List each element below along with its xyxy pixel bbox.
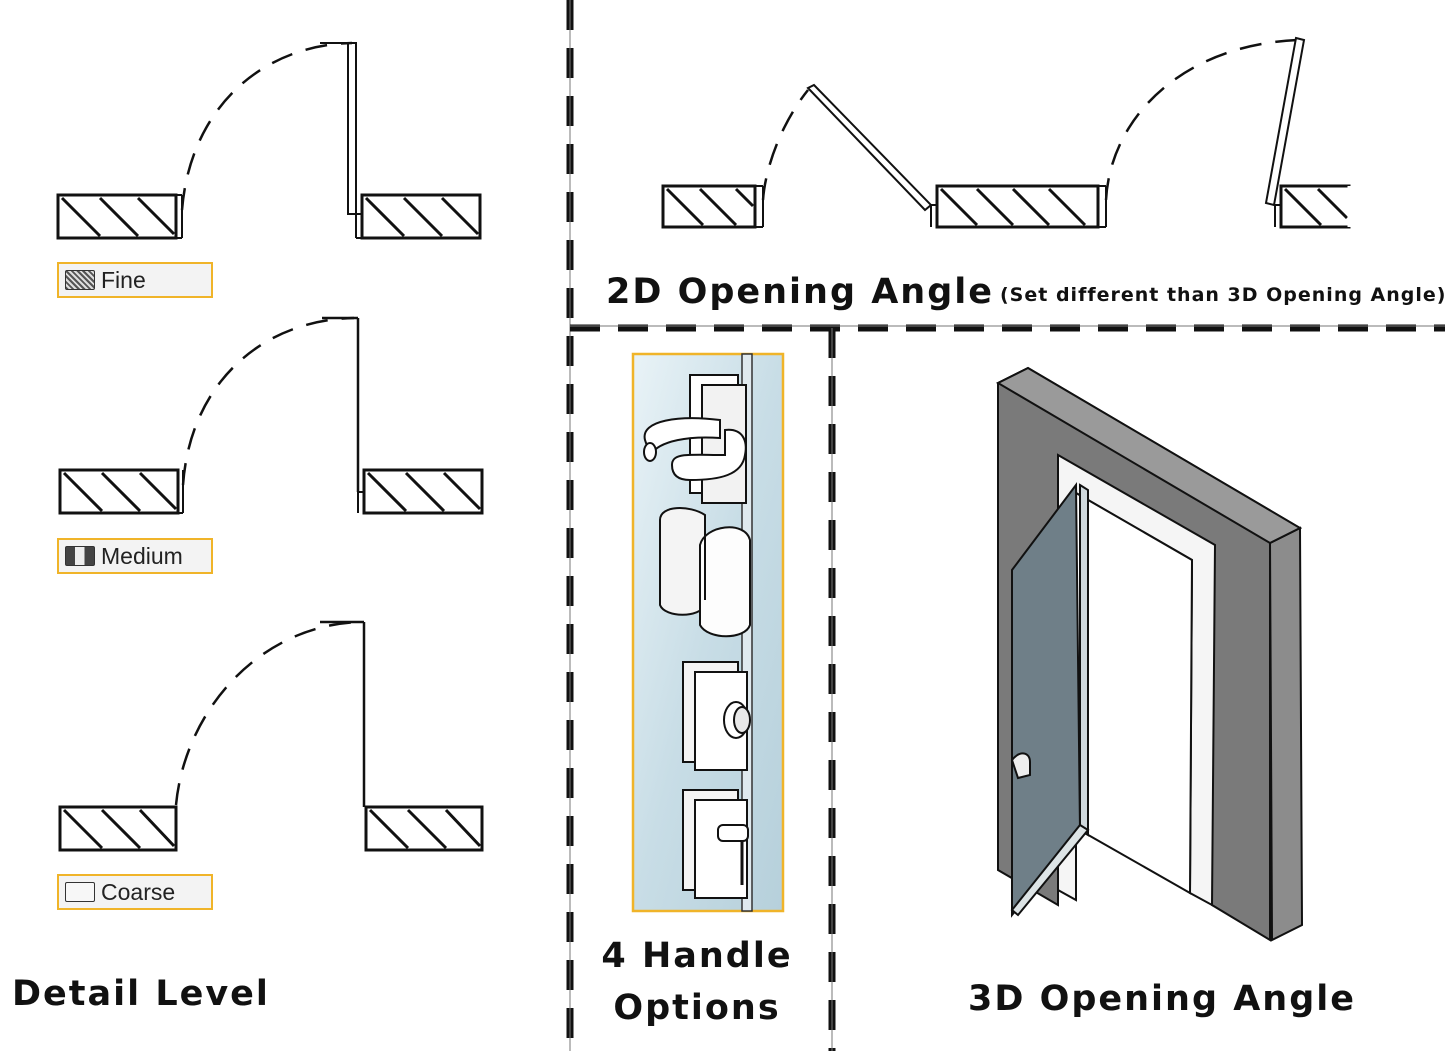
wall-3d-side — [1268, 526, 1304, 942]
wall-right-2d — [1274, 184, 1351, 229]
plan-fine — [56, 41, 482, 240]
handle-options-panel — [631, 352, 785, 913]
door-leaf — [320, 620, 366, 807]
detail-level-medium-badge: Medium — [57, 538, 213, 574]
fine-detail-icon — [65, 270, 95, 290]
swing-arc-long — [1104, 38, 1299, 201]
handle-options-title-line1: 4 Handle — [601, 936, 793, 976]
plan-coarse — [58, 620, 484, 852]
handle-options-title-line2: Options — [613, 988, 781, 1028]
door-leaf — [322, 316, 360, 492]
detail-level-fine-badge: Fine — [57, 262, 213, 298]
wall-right — [355, 193, 482, 240]
door-3d-view — [995, 366, 1304, 942]
door-leaf-80 — [1264, 36, 1306, 207]
detail-level-label: Medium — [101, 542, 183, 569]
handle-pull — [659, 507, 751, 638]
handle-options-title: 4 Handle Options — [572, 930, 822, 1034]
door-leaf-45 — [806, 83, 933, 212]
opening-2d-note: (Set different than 3D Opening Angle) — [1000, 284, 1445, 306]
wall-middle-2d — [930, 184, 1107, 229]
wall-left-2d — [661, 184, 764, 229]
wall-left — [56, 193, 183, 240]
detail-level-label: Coarse — [101, 878, 176, 905]
handle-latch — [682, 789, 749, 899]
opening-2d-title: 2D Opening Angle (Set different than 3D O… — [606, 272, 1445, 312]
detail-level-coarse-badge: Coarse — [57, 874, 213, 910]
wall-right — [357, 468, 484, 515]
detail-level-title: Detail Level — [12, 974, 270, 1014]
medium-detail-icon — [65, 546, 95, 566]
wall-left — [58, 468, 184, 515]
section-dividers — [566, 0, 1445, 1051]
door-leaf — [320, 42, 357, 215]
wall-3d-top — [995, 366, 1303, 545]
swing-arc-short — [761, 89, 809, 201]
detail-level-label: Fine — [101, 266, 146, 293]
swing-arc — [181, 316, 355, 486]
door-handle-3d — [1010, 752, 1031, 780]
handle-knob — [682, 661, 751, 771]
handle-lever — [643, 374, 747, 504]
opening-3d-title: 3D Opening Angle — [968, 979, 1356, 1019]
coarse-detail-icon — [65, 882, 95, 902]
plan-2d-opening — [661, 36, 1351, 229]
swing-arc — [174, 620, 361, 806]
swing-arc — [180, 41, 353, 211]
opening-2d-title-text: 2D Opening Angle — [606, 272, 994, 312]
wall-right — [364, 805, 484, 852]
wall-left — [58, 805, 178, 852]
plan-medium — [58, 316, 484, 515]
